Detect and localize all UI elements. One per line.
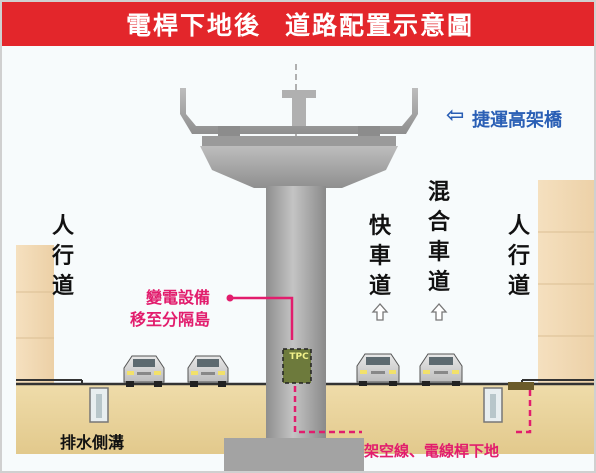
- fast-lane-label: 快 車 道: [368, 214, 391, 299]
- equipment-label-line2: 移至分隔島: [130, 310, 211, 329]
- pillar-base: [224, 438, 364, 471]
- tpc-box: [282, 348, 312, 384]
- title-bar: 電桿下地後 道路配置示意圖: [2, 2, 594, 46]
- car-3: [356, 353, 400, 386]
- up-arrow-icon: [371, 303, 389, 321]
- drain-label: 排水側溝: [60, 433, 125, 452]
- tpc-label: TPC: [289, 352, 309, 362]
- sidewalk-left-label: 人 行 道: [51, 214, 74, 299]
- left-arrow-icon: ⇦: [446, 103, 465, 128]
- right-building: [538, 180, 594, 385]
- car-2: [187, 355, 229, 387]
- up-arrow-icon: [430, 303, 448, 321]
- annotation-lines: [226, 294, 532, 434]
- car-1: [123, 355, 165, 387]
- left-building: [16, 245, 54, 385]
- underground-label: 架空線、電線桿下地: [364, 442, 500, 460]
- car-4: [419, 353, 463, 386]
- metro-viaduct: [180, 64, 418, 188]
- sidewalk-right-label: 人 行 道: [507, 214, 530, 299]
- metro-viaduct-label: 捷運高架橋: [472, 110, 562, 131]
- equipment-label-line1: 變電設備: [146, 288, 211, 307]
- equipment-label: 變電設備 移至分隔島: [130, 287, 210, 331]
- mixed-lane-label: 混 合 車 道: [427, 180, 450, 295]
- road-scene: [2, 46, 594, 471]
- title-part-2: 道路配置示意圖: [285, 11, 475, 40]
- title-part-1: 電桿下地後: [125, 11, 261, 40]
- cable-conduit: [508, 382, 534, 390]
- right-drain: [483, 387, 503, 423]
- left-drain: [89, 387, 109, 423]
